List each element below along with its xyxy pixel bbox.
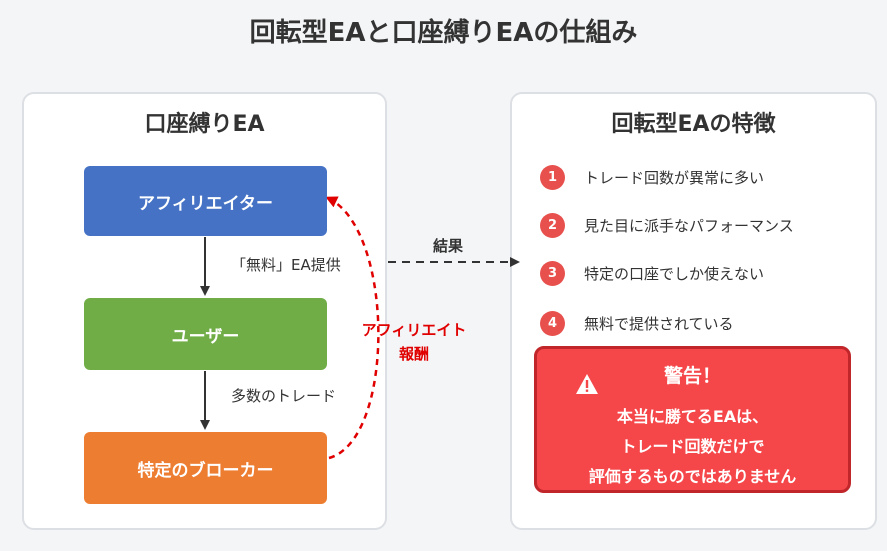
page-title: 回転型EAと口座縛りEAの仕組み (249, 18, 638, 48)
result-label: 結果 (433, 237, 464, 255)
free-ea-provision-label: 「無料」EA提供 (231, 256, 341, 274)
feature-item: 1 トレード回数が異常に多い (540, 164, 764, 190)
feature-text: 特定の口座でしか使えない (584, 264, 765, 283)
warning-line: 本当に勝てるEAは、 (616, 407, 769, 426)
warning-triangle-icon (576, 374, 598, 394)
warning-line: 評価するものではありません (588, 467, 797, 486)
warning-box: 警告！ 本当に勝てるEAは、 トレード回数だけで 評価するものではありません (534, 346, 851, 493)
account-bound-ea-title: 口座縛りEA (144, 112, 265, 137)
user-node: ユーザー (84, 298, 327, 370)
affiliate-reward-line1: アフィリエイト (361, 321, 467, 339)
feature-text: 無料で提供されている (584, 314, 734, 333)
feature-number-badge: 4 (540, 310, 565, 336)
feature-number-badge: 1 (540, 164, 565, 190)
affiliate-reward-label: アフィリエイト 報酬 (352, 318, 476, 366)
warning-line: トレード回数だけで (620, 437, 765, 456)
feature-item: 4 無料で提供されている (540, 310, 734, 336)
feature-item: 3 特定の口座でしか使えない (540, 260, 764, 286)
feature-item: 2 見た目に派手なパフォーマンス (540, 212, 794, 238)
feature-text: 見た目に派手なパフォーマンス (584, 216, 794, 235)
feature-text: トレード回数が異常に多い (584, 168, 765, 187)
rotation-ea-features-title: 回転型EAの特徴 (611, 112, 776, 137)
many-trades-label: 多数のトレード (231, 387, 337, 405)
broker-node: 特定のブローカー (84, 432, 327, 504)
feature-number-badge: 2 (540, 212, 565, 238)
affiliate-node: アフィリエイター (84, 166, 327, 236)
warning-title: 警告！ (663, 365, 721, 387)
feature-number-badge: 3 (540, 260, 565, 286)
affiliate-reward-line2: 報酬 (398, 345, 429, 363)
